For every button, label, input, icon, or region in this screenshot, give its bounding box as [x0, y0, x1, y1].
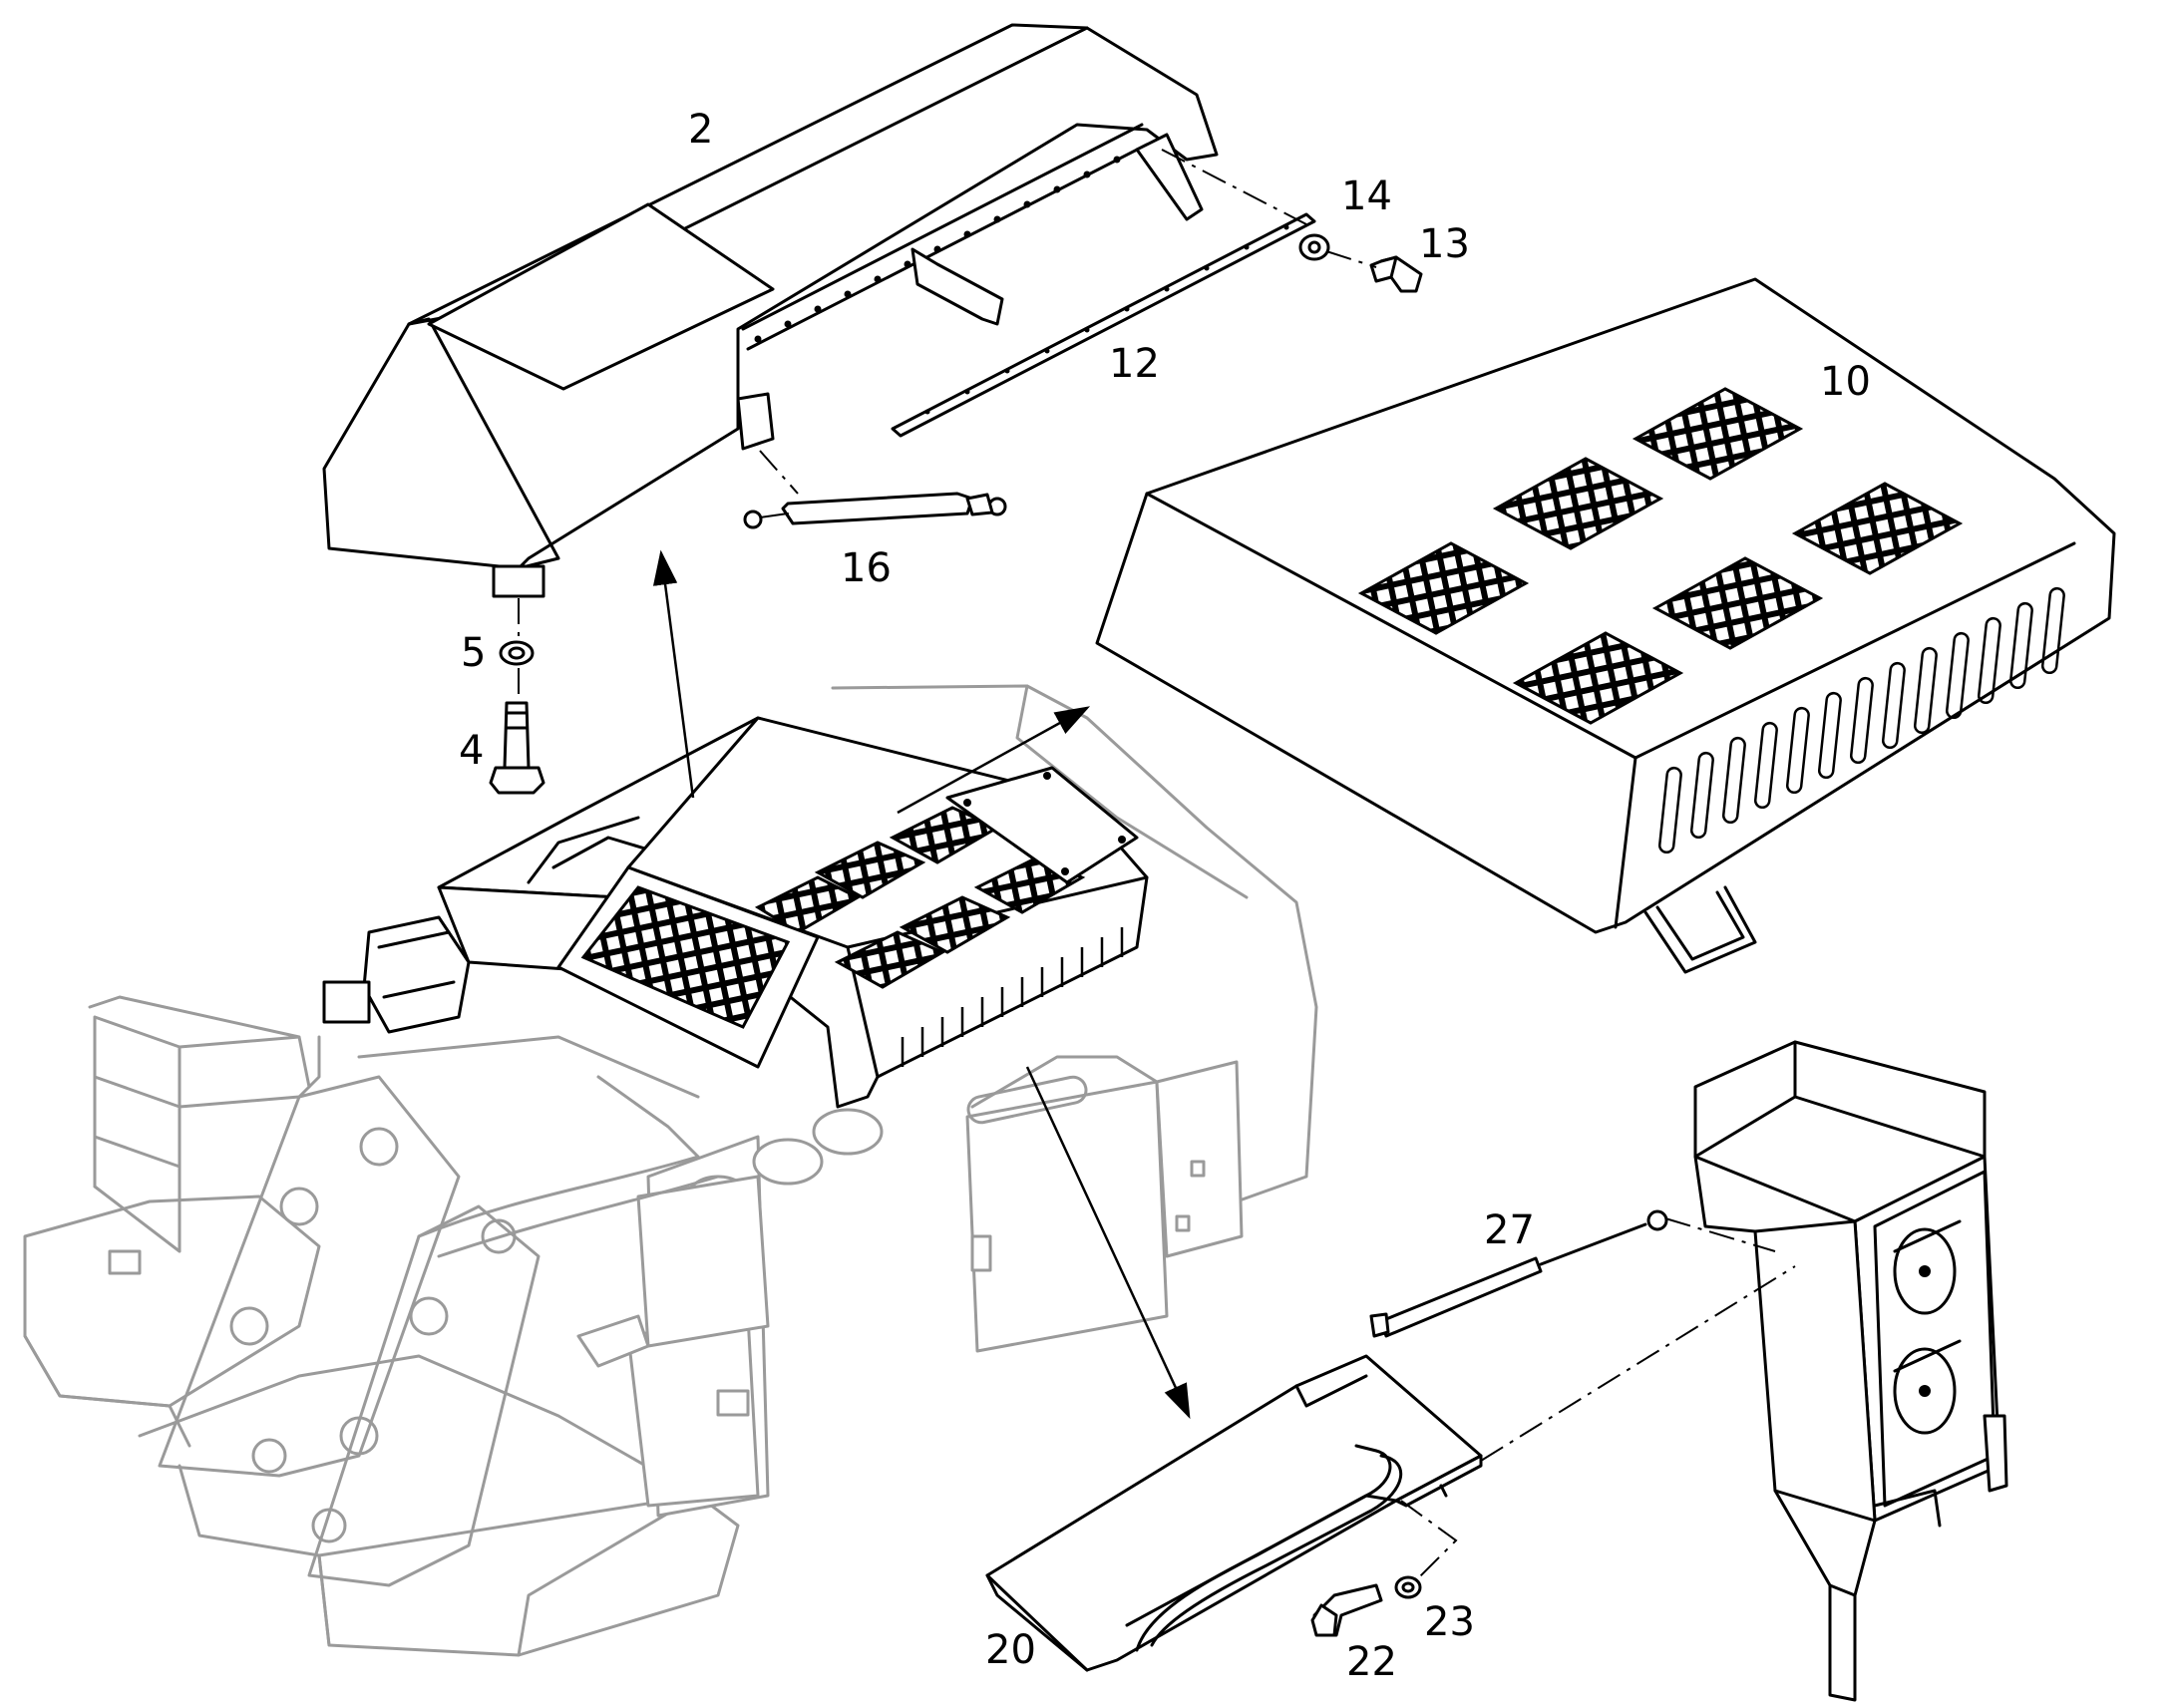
label-part-20: 20: [985, 1627, 1036, 1673]
label-part-22: 22: [1346, 1639, 1397, 1685]
part-27-gas-spring: [1369, 1209, 1668, 1338]
label-part-16: 16: [841, 545, 892, 591]
label-part-14: 14: [1341, 173, 1392, 219]
label-part-23: 23: [1424, 1599, 1475, 1645]
parts-13-14-hinge-bolt-washer: [1298, 233, 1423, 293]
explosion-arrows: [652, 549, 1191, 1420]
label-part-10: 10: [1820, 359, 1871, 405]
assembled-covers: [322, 716, 1149, 1109]
assembly-centerlines: [518, 149, 1796, 1581]
label-part-5: 5: [461, 630, 486, 676]
part-16-gas-spring: [743, 492, 1007, 529]
fan-radiator-assembly: [1693, 1040, 2008, 1702]
part-number-labels: 2 14 13 12 10 16 5 4 27 23 22 20: [459, 107, 1871, 1685]
part-20-side-panel: [985, 1354, 1483, 1672]
label-part-4: 4: [459, 728, 484, 774]
parts-4-5-bolt-washer: [489, 640, 545, 795]
label-part-2: 2: [688, 107, 713, 153]
part-2-top-hood: [322, 23, 1219, 598]
parts-22-23-panel-bolt-washer: [1310, 1575, 1422, 1637]
part-12-hinge-strip: [891, 212, 1316, 438]
cover-ventilation-slots: [1657, 586, 2065, 854]
label-part-27: 27: [1484, 1207, 1535, 1253]
machine-base-assembly: [23, 684, 1318, 1657]
hood-hinge-holes: [754, 156, 1121, 343]
part-10-grilled-cover: [1095, 277, 2116, 974]
label-part-12: 12: [1109, 341, 1160, 387]
installed-cover-slots: [901, 927, 1124, 1067]
label-part-13: 13: [1419, 221, 1470, 267]
